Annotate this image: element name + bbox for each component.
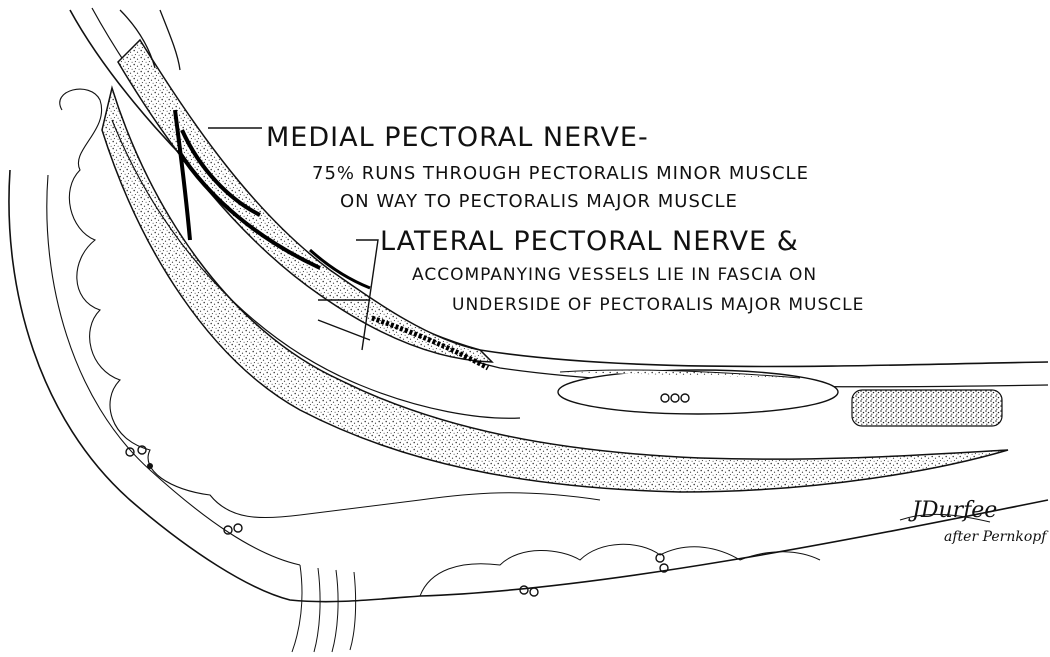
nipple-folds: [292, 565, 356, 652]
lateral-pectoral-nerve-line2: UNDERSIDE OF PECTORALIS MAJOR MUSCLE: [452, 297, 864, 314]
vessel-circle: [520, 586, 528, 594]
vessel-circle: [234, 524, 242, 532]
vessel-circle: [147, 463, 153, 469]
lymph-node-cluster: [852, 390, 1002, 426]
medial-pectoral-nerve-line1: 75% RUNS THROUGH PECTORALIS MINOR MUSCLE: [312, 165, 809, 183]
bottom-compartments: [420, 544, 820, 596]
signature-credit: after Pernkopf: [944, 530, 1046, 544]
lateral-pectoral-nerve-line1: ACCOMPANYING VESSELS LIE IN FASCIA ON: [412, 267, 817, 284]
vessel-circle: [530, 588, 538, 596]
medial-pectoral-nerve-line2: ON WAY TO PECTORALIS MAJOR MUSCLE: [340, 193, 738, 211]
medial-pectoral-nerve-title: MEDIAL PECTORAL NERVE-: [266, 124, 649, 151]
vessel-oval: [558, 370, 838, 414]
lateral-pectoral-nerve-title: LATERAL PECTORAL NERVE &: [380, 228, 799, 255]
fat-lobules-2: [300, 493, 600, 515]
signature-name: JDurfee: [912, 500, 997, 522]
